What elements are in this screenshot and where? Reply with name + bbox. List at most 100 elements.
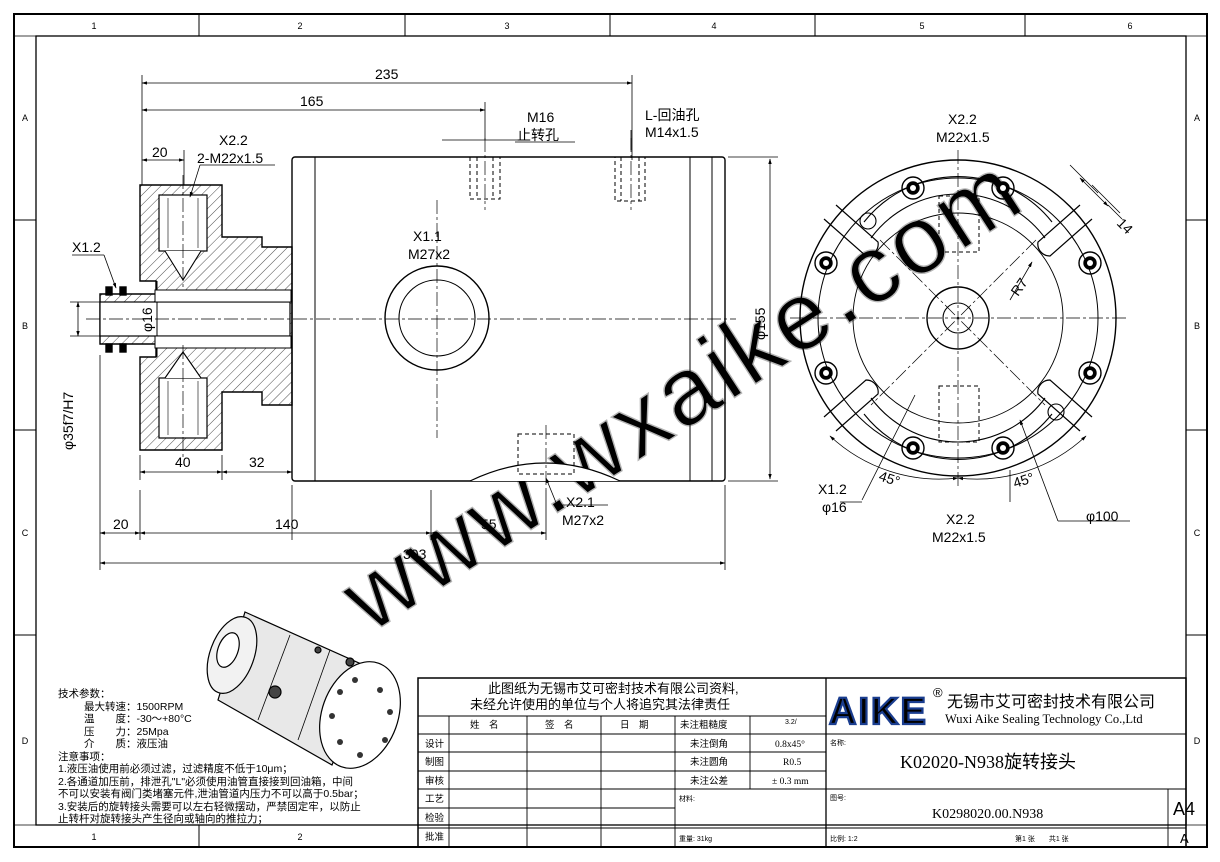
- dim-angle-left: 45°: [877, 468, 902, 490]
- bolt-hole-4: [1078, 361, 1102, 385]
- chamfer-value: 0.8x45°: [775, 739, 805, 750]
- zone-left-b: B: [22, 321, 28, 331]
- dim-angle-right: 45°: [1011, 469, 1036, 491]
- bolt-hole-1: [901, 176, 925, 200]
- scale: 比例: 1:2: [830, 834, 858, 843]
- label-x22-bottom-thread: M22x1.5: [932, 529, 986, 545]
- note-3a: 3.安装后的旋转接头需要可以左右轻微摆动，严禁固定牢，以防止: [58, 800, 361, 813]
- title-block: [417, 677, 1187, 848]
- end-dimensions: [829, 164, 1130, 522]
- dim-40: 40: [175, 454, 191, 470]
- zone-top-4: 4: [711, 21, 716, 31]
- logo-reg-mark: ®: [933, 685, 943, 700]
- notes-title: 注意事项：: [58, 750, 111, 763]
- bolt-hole-7: [814, 361, 838, 385]
- name-value: K02020-N938旋转接头: [900, 752, 1076, 772]
- zone-bottom-1: 1: [91, 832, 96, 842]
- row-process: 工艺: [425, 794, 444, 805]
- side-dimensions: [70, 75, 778, 570]
- zone-top-1: 1: [91, 21, 96, 31]
- zone-right-b: B: [1194, 321, 1200, 331]
- row-review: 审核: [425, 775, 445, 787]
- params-title: 技术参数：: [58, 688, 111, 700]
- param-pressure: 压 力：25Mpa: [84, 725, 169, 738]
- note-3b: 止转杆对旋转接头产生径向或轴向的推拉力；: [58, 813, 268, 825]
- dim-32: 32: [249, 454, 265, 470]
- row-design: 设计: [425, 738, 445, 750]
- zone-right-c: C: [1194, 528, 1201, 538]
- label-x22-left: X2.2: [219, 132, 248, 148]
- drawing-no-value: K0298020.00.N938: [932, 807, 1043, 822]
- rough-value: 3.2/: [785, 719, 797, 726]
- label-m16: M16: [527, 109, 554, 125]
- label-x22-right: X2.2: [948, 111, 977, 127]
- zone-bottom-2: 2: [297, 832, 302, 842]
- drawing-no-label: 图号:: [830, 794, 846, 802]
- dim-14: 14: [1114, 215, 1136, 237]
- dim-phi35: φ35f7/H7: [60, 392, 76, 450]
- row-inspect: 检验: [425, 812, 445, 824]
- revision: A: [1180, 831, 1189, 846]
- zone-right-d: D: [1194, 736, 1201, 746]
- dim-phi16: φ16: [139, 307, 155, 332]
- fillet-value: R0.5: [783, 758, 801, 768]
- param-temp: 温 度：-30～+80°C: [84, 713, 192, 725]
- zone-right-a: A: [1194, 113, 1200, 123]
- rough-label: 未注粗糙度: [680, 719, 728, 731]
- zone-top-3: 3: [504, 21, 509, 31]
- tol-label: 未注公差: [690, 775, 728, 787]
- zone-left-a: A: [22, 113, 28, 123]
- bolt-hole-3: [1078, 251, 1102, 275]
- header-sign: 签 名: [545, 719, 574, 731]
- sheet-count: 第1 张 共1 张: [1015, 834, 1069, 843]
- tol-value: ± 0.3 mm: [772, 777, 809, 787]
- dim-phi155: φ155: [752, 307, 768, 340]
- label-x12-bottom: X1.2: [818, 481, 847, 497]
- label-x12-bottom-size: φ16: [822, 499, 847, 515]
- end-dim-labels: X2.2 M22x1.5 14 R7 45° 45° X1.2 φ16 X2.2…: [818, 111, 1136, 545]
- label-return-thread: M14x1.5: [645, 124, 699, 140]
- param-medium: 介 质：液压油: [84, 738, 168, 750]
- zone-top-5: 5: [919, 21, 924, 31]
- notice-line-1: 此图纸为无锡市艾可密封技术有限公司资料,: [488, 681, 739, 696]
- dim-140: 140: [275, 516, 299, 532]
- isometric-view: [206, 611, 401, 769]
- company-logo: AIKE ®: [828, 685, 943, 734]
- label-x21: X2.1: [566, 494, 595, 510]
- side-view: [86, 138, 736, 490]
- chamfer-label: 未注倒角: [690, 738, 728, 750]
- label-x22-bottom: X2.2: [946, 511, 975, 527]
- note-2a: 2.各通道加压前，排泄孔"L"必须使用油管直接接到回油箱，中间: [58, 775, 354, 788]
- label-x12-left: X1.2: [72, 239, 101, 255]
- label-x22-right-thread: M22x1.5: [936, 129, 990, 145]
- header-date: 日 期: [620, 720, 649, 731]
- row-drafting: 制图: [425, 756, 444, 768]
- company-cn: 无锡市艾可密封技术有限公司: [947, 693, 1155, 711]
- dim-165: 165: [300, 93, 324, 109]
- note-1: 1.液压油使用前必须过滤，过滤精度不低于10μm；: [58, 763, 293, 775]
- bolt-hole-2: [991, 176, 1015, 200]
- side-dim-labels: 235 165 20 X2.2 2-M22x1.5 M16 止转孔 L-回油孔 …: [60, 66, 768, 562]
- name-label: 名称:: [830, 738, 846, 747]
- header-name: 姓 名: [470, 719, 499, 731]
- dim-20-bottom: 20: [113, 516, 129, 532]
- zone-left-c: C: [22, 528, 29, 538]
- title-block-text: 此图纸为无锡市艾可密封技术有限公司资料, 未经允许使用的单位与个人将追究其法律责…: [425, 681, 1195, 846]
- param-speed: 最大转速：1500RPM: [84, 700, 184, 713]
- zone-top-6: 6: [1127, 21, 1132, 31]
- weight: 重量: 31kg: [679, 835, 712, 843]
- zone-left-d: D: [22, 736, 29, 746]
- dim-phi100: φ100: [1086, 508, 1119, 524]
- fillet-label: 未注圆角: [690, 756, 728, 768]
- row-approve: 批准: [425, 831, 445, 843]
- dim-55: 55: [481, 516, 497, 532]
- label-anti-rotation: 止转孔: [517, 127, 559, 143]
- label-x22-left-thread: 2-M22x1.5: [197, 150, 263, 166]
- bolt-hole-8: [814, 251, 838, 275]
- logo-text: AIKE: [829, 691, 928, 733]
- zone-top-2: 2: [297, 21, 302, 31]
- watermark: www.wxaike.com: [322, 134, 1041, 653]
- label-x11: X1.1: [413, 228, 442, 244]
